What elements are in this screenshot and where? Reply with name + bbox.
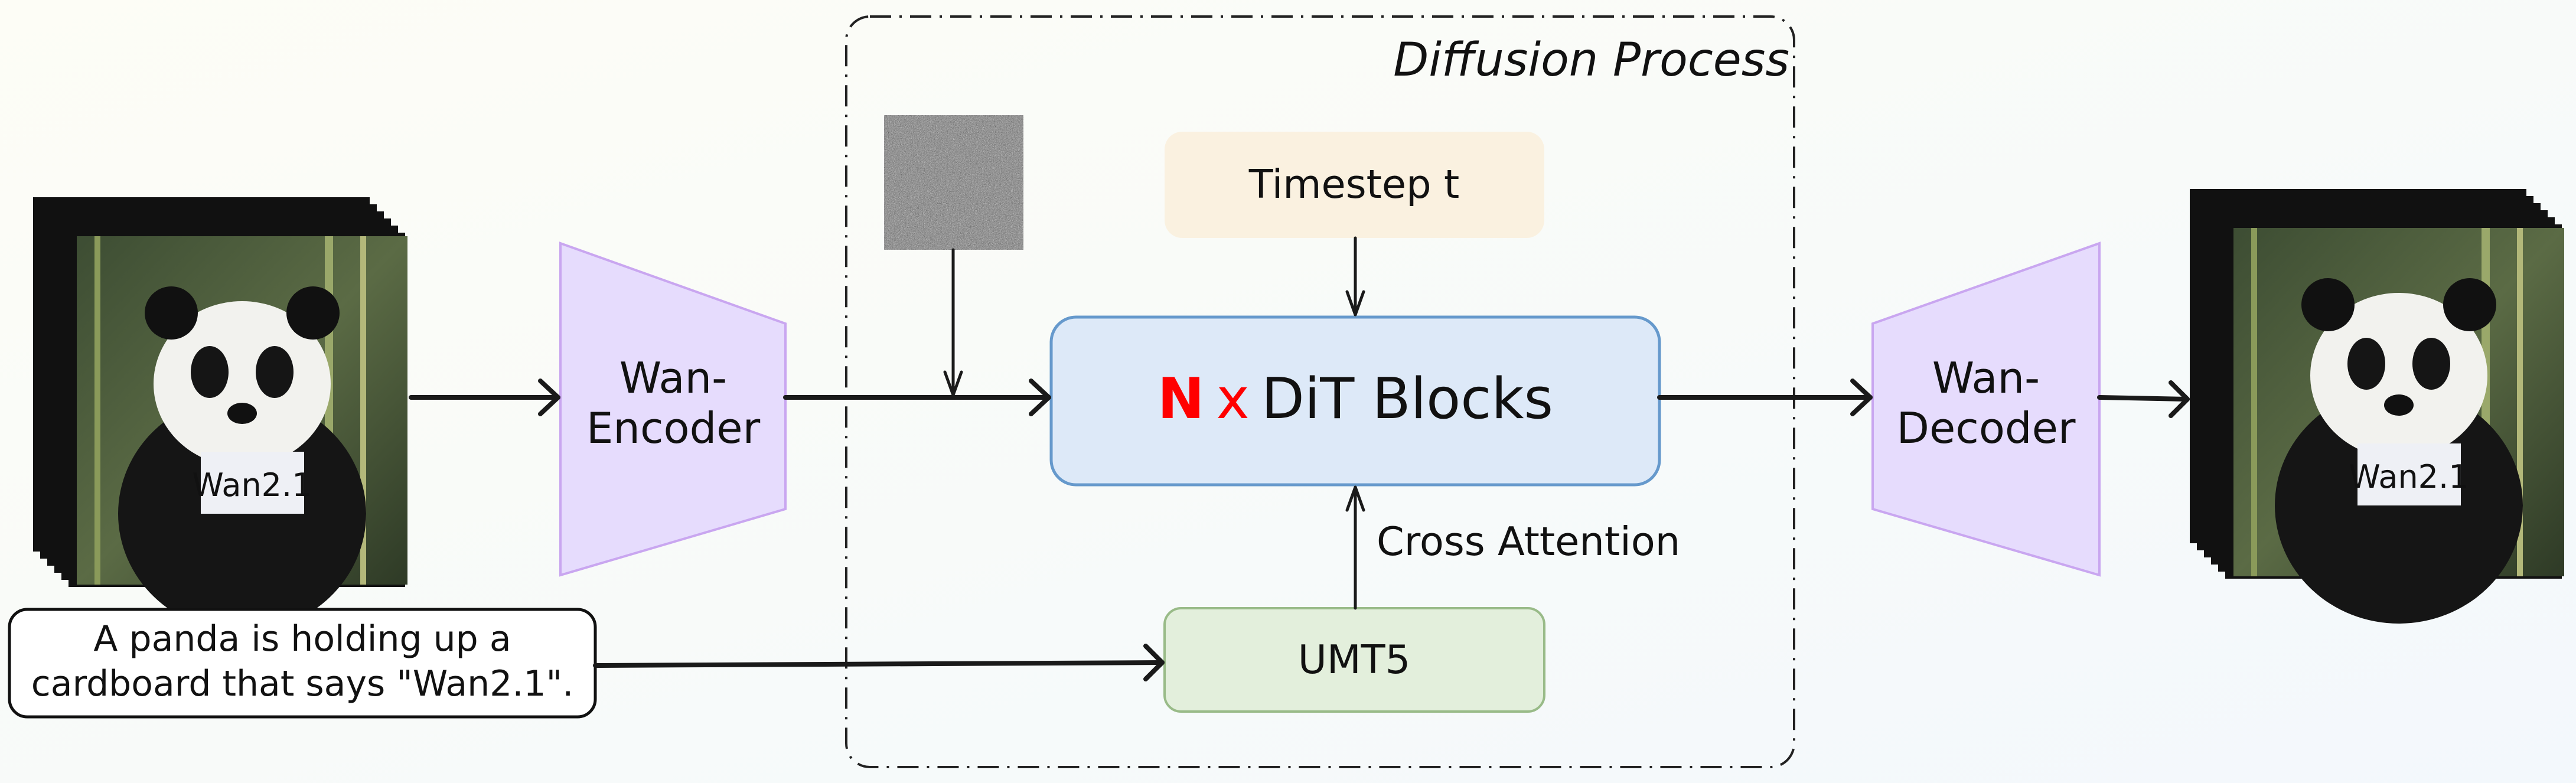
diffusion-process-label: Diffusion Process <box>1393 34 1789 87</box>
arrow-umt5-to-dit <box>1345 485 1365 610</box>
prompt-line1: A panda is holding up a <box>93 618 511 660</box>
wan-encoder-block <box>559 242 787 577</box>
arrow-decoder-to-output <box>2097 380 2190 418</box>
output-video-frames: Wan2.1 <box>2190 189 2564 624</box>
arrow-noise-to-dit <box>943 248 963 397</box>
cross-attention-label: Cross Attention <box>1377 518 1680 565</box>
arrow-prompt-to-umt5 <box>593 644 1165 681</box>
umt5-label: UMT5 <box>1298 637 1410 683</box>
arrow-encoder-to-dit <box>783 379 1051 416</box>
prompt-line2: cardboard that says "Wan2.1". <box>31 663 574 704</box>
wan-decoder-block <box>1871 242 2101 577</box>
noise-texture <box>884 115 1023 250</box>
diffusion-process-container <box>845 15 1795 768</box>
encoder-label-line1: Wan- <box>619 353 727 403</box>
decoder-label-line1: Wan- <box>1932 353 2040 403</box>
timestep-block <box>1165 132 1544 238</box>
dit-count-n: N <box>1157 367 1205 432</box>
dit-blocks <box>1049 315 1661 487</box>
arrow-timestep-to-dit <box>1345 236 1365 317</box>
timestep-label: Timestep t <box>1248 161 1459 207</box>
dit-multiply: x <box>1217 367 1250 432</box>
sign-text: Wan2.1 <box>192 466 312 504</box>
arrow-dit-to-decoder <box>1657 379 1873 416</box>
decoder-label-line2: Decoder <box>1897 403 2076 453</box>
input-video-frames: Wan2.1 <box>33 197 407 632</box>
sign-text: Wan2.1 <box>2349 458 2469 495</box>
arrow-input-to-encoder <box>409 379 560 416</box>
dit-blocks-text: DiT Blocks <box>1261 367 1553 432</box>
encoder-label-line2: Encoder <box>586 403 761 453</box>
